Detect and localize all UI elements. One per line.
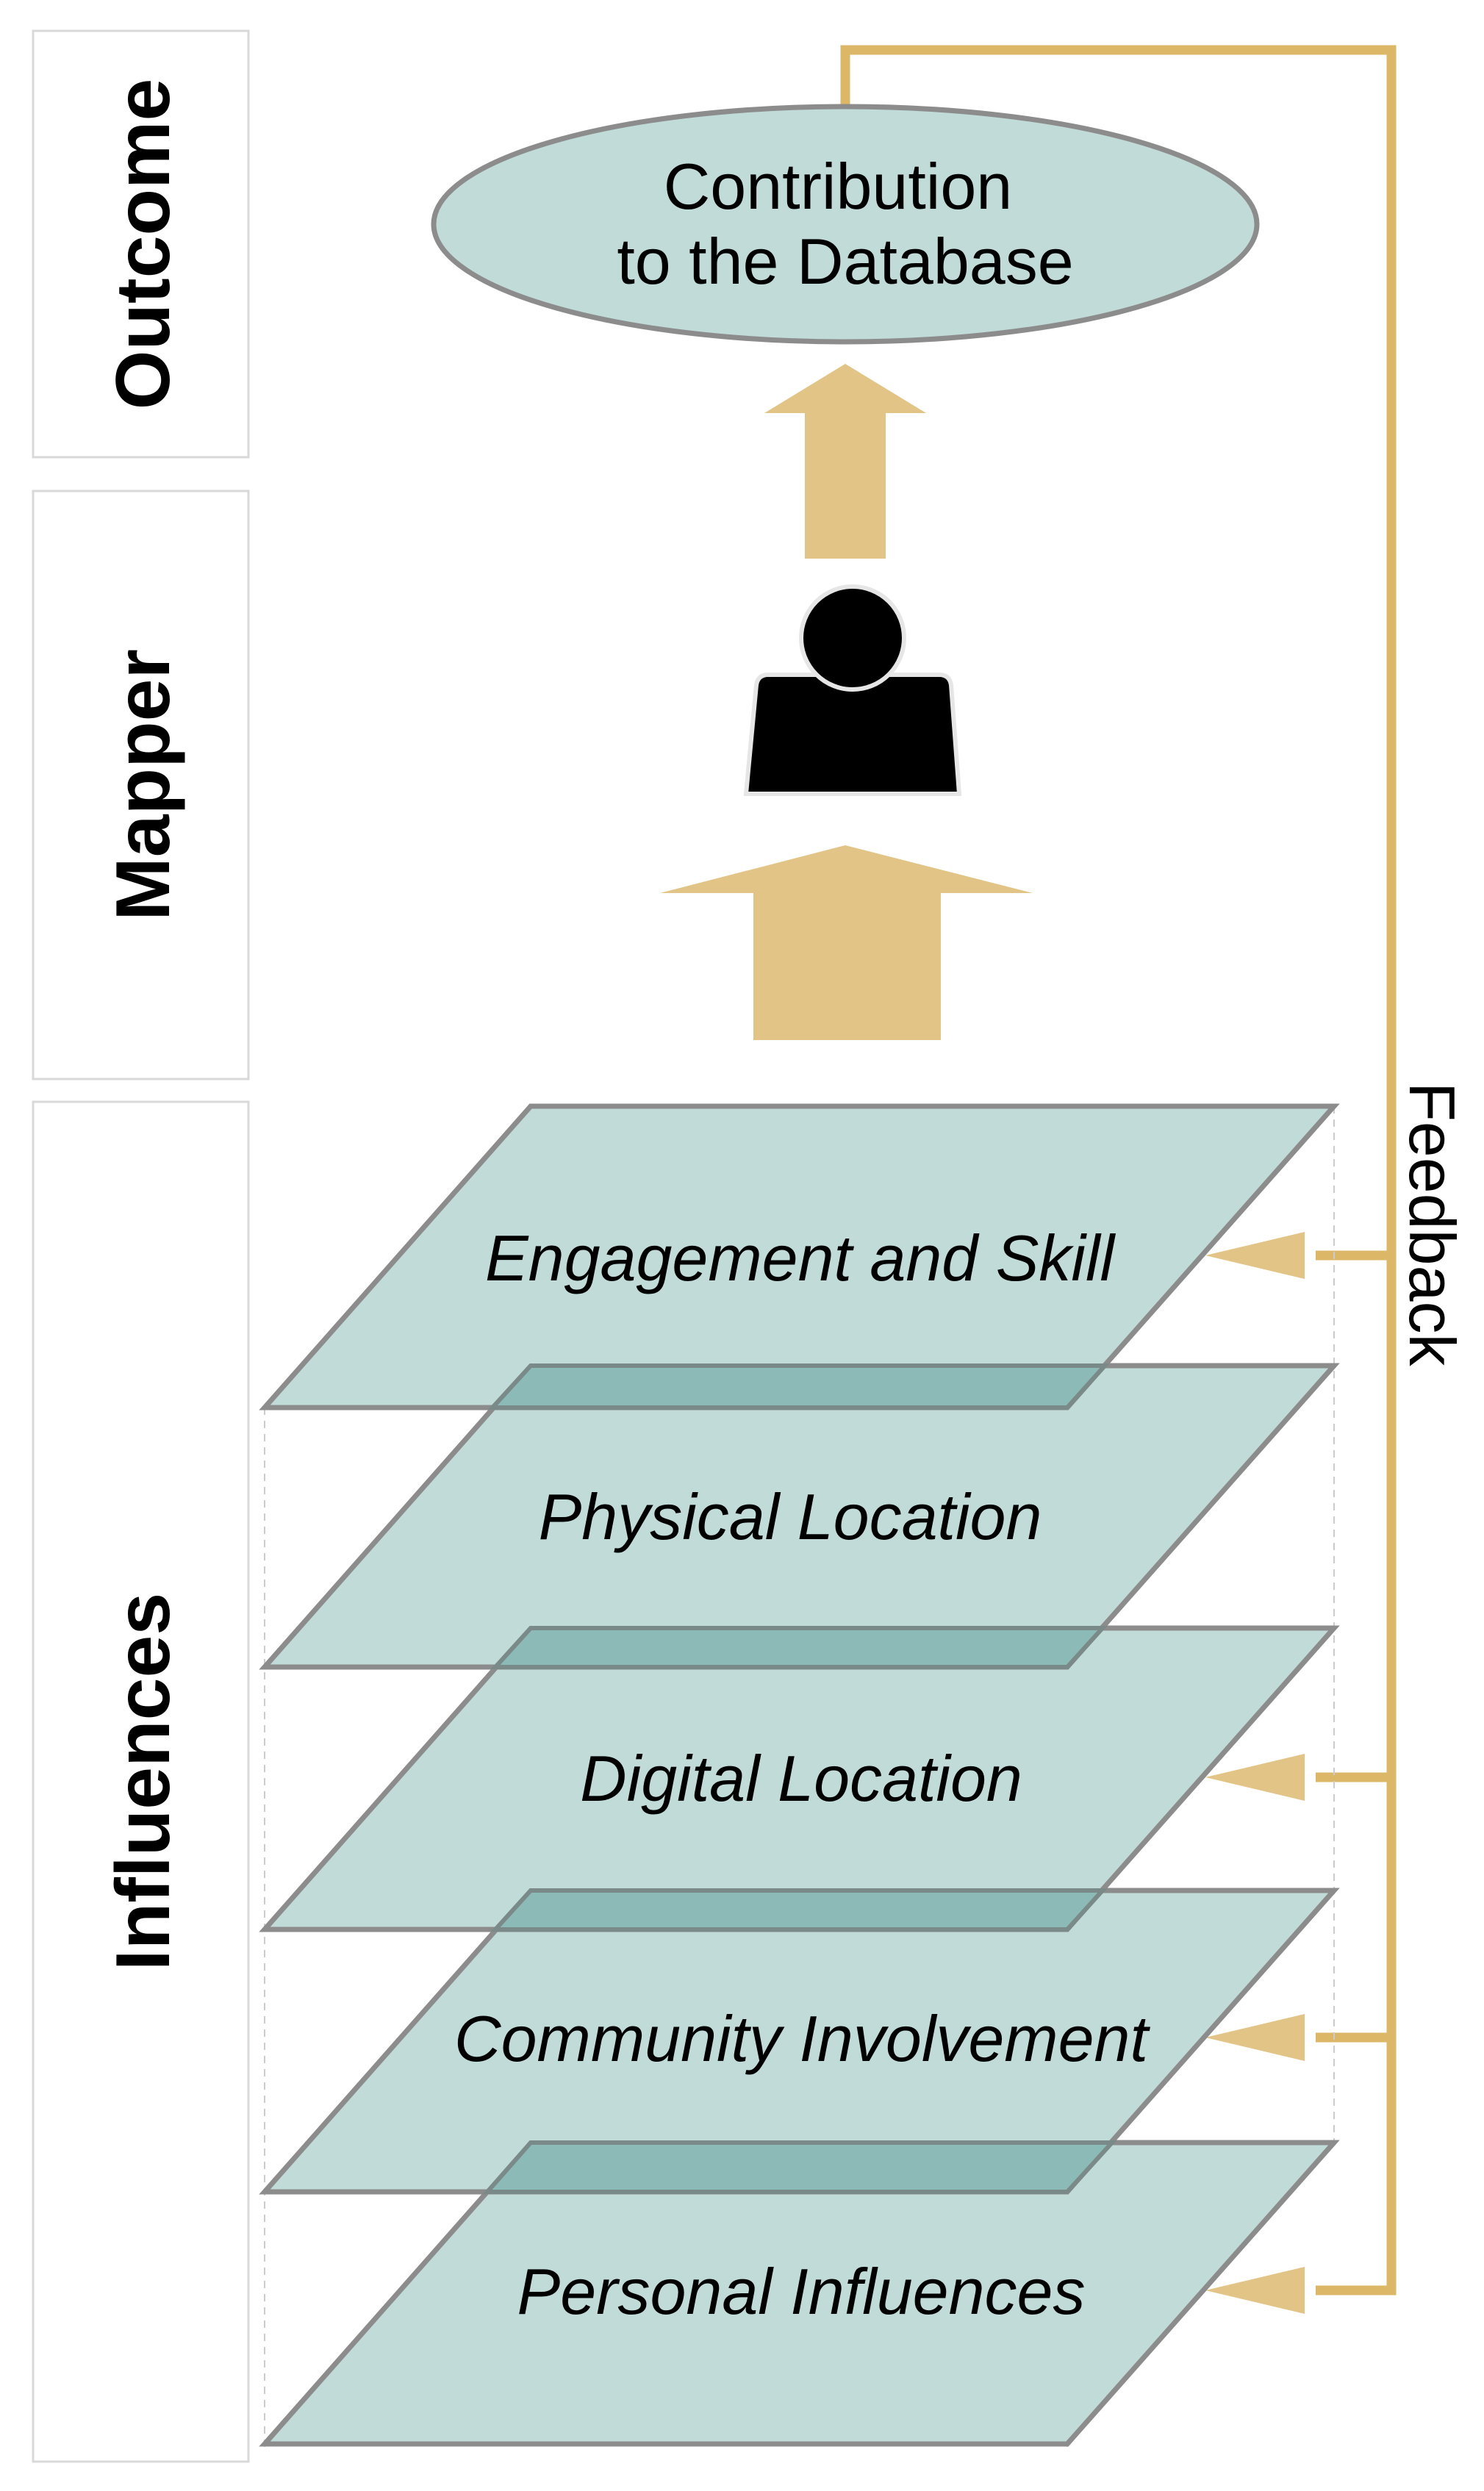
overlap-digital-community <box>490 1888 1108 1932</box>
influence-layers: Personal Influences Community Involvemen… <box>259 1103 1340 2448</box>
arrow-up-to-outcome <box>764 364 926 559</box>
layer-digital-label: Digital Location <box>580 1742 1022 1815</box>
band-mapper-box <box>32 490 250 1080</box>
outcome-line-2: to the Database <box>617 225 1073 298</box>
layer-personal-influences: Personal Influences <box>259 2140 1340 2447</box>
band-mapper: Mapper <box>32 490 250 1080</box>
layer-physical-label: Physical Location <box>539 1480 1042 1553</box>
band-influences: Influences <box>32 1100 250 2463</box>
outcome-line-1: Contribution <box>664 150 1013 223</box>
arrow-up-to-mapper <box>660 845 1033 1040</box>
overlap-engagement-physical <box>487 1363 1110 1410</box>
feedback-line <box>840 45 1397 2295</box>
layer-physical-location: Physical Location <box>259 1363 1340 1670</box>
person-head <box>799 584 906 692</box>
band-outcome: Outcome <box>32 29 250 459</box>
band-outcome-box <box>32 29 250 459</box>
layer-engagement-label: Engagement and Skill <box>485 1222 1116 1294</box>
feedback-connector: Feedback <box>840 45 1469 2314</box>
layer-community-involvement: Community Involvement <box>259 1888 1340 2195</box>
band-outcome-label: Outcome <box>101 79 186 410</box>
person-icon <box>743 584 962 796</box>
feedback-arrow-personal <box>1205 2267 1305 2314</box>
band-mapper-label: Mapper <box>101 649 186 921</box>
outcome-ellipse <box>431 104 1260 345</box>
feedback-label: Feedback <box>1396 1082 1469 1366</box>
feedback-arrow-community <box>1205 2014 1305 2061</box>
layer-digital-location: Digital Location <box>259 1625 1340 1932</box>
band-influences-label: Influences <box>101 1593 186 1971</box>
band-influences-box <box>32 1100 250 2463</box>
overlap-physical-digital <box>490 1626 1108 1669</box>
overlap-community-personal <box>482 2140 1117 2194</box>
layer-community-label: Community Involvement <box>454 2002 1150 2075</box>
person-body <box>743 673 962 796</box>
layer-personal-label: Personal Influences <box>517 2255 1086 2328</box>
layer-engagement-and-skill: Engagement and Skill <box>259 1103 1340 1411</box>
feedback-arrow-engagement <box>1205 1232 1305 1279</box>
feedback-arrow-digital <box>1205 1754 1305 1801</box>
outcome-node: Contribution to the Database <box>431 104 1260 345</box>
mapper-figure <box>743 584 962 796</box>
